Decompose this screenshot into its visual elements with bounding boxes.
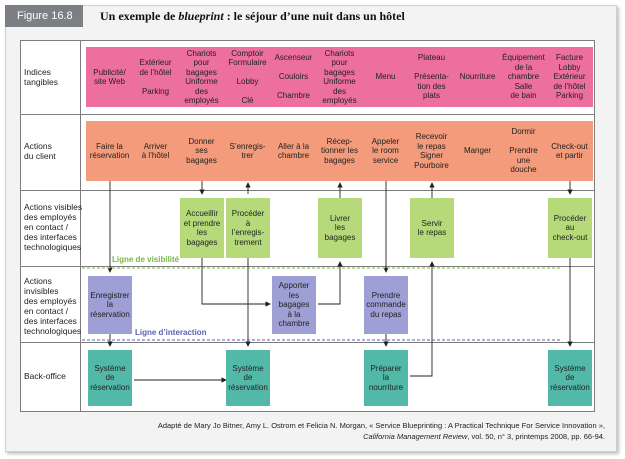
tangible-box: Menu: [362, 47, 409, 107]
customer-action-box: Appeler le room service: [362, 121, 409, 181]
visible-action-box: Procéder au check-out: [548, 198, 592, 258]
row-divider: [20, 266, 595, 267]
row-label-customer: Actions du client: [24, 141, 56, 161]
tangible-box: Nourriture: [454, 47, 501, 107]
tangible-box: Chariots pour bagages Uniforme des emplo…: [316, 47, 363, 107]
tangible-box: Publicité/ site Web: [86, 47, 133, 107]
customer-action-box: Donner ses bagages: [178, 121, 225, 181]
interaction-line-label: Ligne d’interaction: [135, 328, 207, 337]
visible-action-box: Livrer les bagages: [318, 198, 362, 258]
caption-line-2: California Management Review, vol. 50, n…: [363, 432, 605, 441]
tangible-box: Équipement de la chambre Salle de bain: [500, 47, 547, 107]
visible-action-box: Procéder à l’enregis- trement: [226, 198, 270, 258]
figure-title: Un exemple de blueprint : le séjour d’un…: [100, 9, 405, 23]
customer-action-box: Manger: [454, 121, 501, 181]
tangible-box: Comptoir Formulaire Lobby Clé: [224, 47, 271, 107]
row-divider: [20, 190, 595, 191]
label-column-divider: [80, 40, 81, 412]
caption-line-1: Adapté de Mary Jo Bitner, Amy L. Ostrom …: [157, 421, 605, 430]
tangible-box: Facture Lobby Extérieur de l’hôtel Parki…: [546, 47, 593, 107]
tangible-box: Ascenseur Couloirs Chambre: [270, 47, 317, 107]
backoffice-box: Système de réservation: [88, 350, 132, 406]
tangible-box: Plateau Présenta- tion des plats: [408, 47, 455, 107]
row-divider: [20, 342, 595, 343]
customer-action-box: Recevoir le repas Signer Pourboire: [408, 121, 455, 181]
row-label-backoffice: Back-office: [24, 371, 66, 381]
row-label-visible: Actions visibles des employés en contact…: [24, 202, 83, 252]
customer-action-box: Aller à la chambre: [270, 121, 317, 181]
visibility-line-label: Ligne de visibilité: [112, 255, 180, 264]
customer-action-box: Faire la réservation: [86, 121, 133, 181]
backoffice-box: Système de réservation: [226, 350, 270, 406]
customer-action-box: Récep- tionner les bagages: [316, 121, 363, 181]
backoffice-box: Préparer la nourriture: [364, 350, 408, 406]
row-label-tangibles: Indices tangibles: [24, 67, 59, 87]
backoffice-box: Système de réservation: [548, 350, 592, 406]
visible-action-box: Servir le repas: [410, 198, 454, 258]
customer-action-box: S’enregis- trer: [224, 121, 271, 181]
tangible-box: Chariots pour bagages Uniforme des emplo…: [178, 47, 225, 107]
figure-tab: Figure 16.8: [5, 5, 83, 27]
row-divider: [20, 114, 595, 115]
customer-action-box: Arriver à l’hôtel: [132, 121, 179, 181]
row-label-invisible: Actions invisibles des employés en conta…: [24, 276, 82, 336]
customer-action-box: Check-out et partir: [546, 121, 593, 181]
visible-action-box: Accueillir et prendre les bagages: [180, 198, 224, 258]
customer-action-box: Dormir Prendre une douche: [500, 121, 547, 181]
invisible-action-box: Enregistrer la réservation: [88, 276, 132, 334]
tangible-box: Extérieur de l’hôtel Parking: [132, 47, 179, 107]
invisible-action-box: Prendre commande du repas: [364, 276, 408, 334]
invisible-action-box: Apporter les bagages à la chambre: [272, 276, 316, 334]
